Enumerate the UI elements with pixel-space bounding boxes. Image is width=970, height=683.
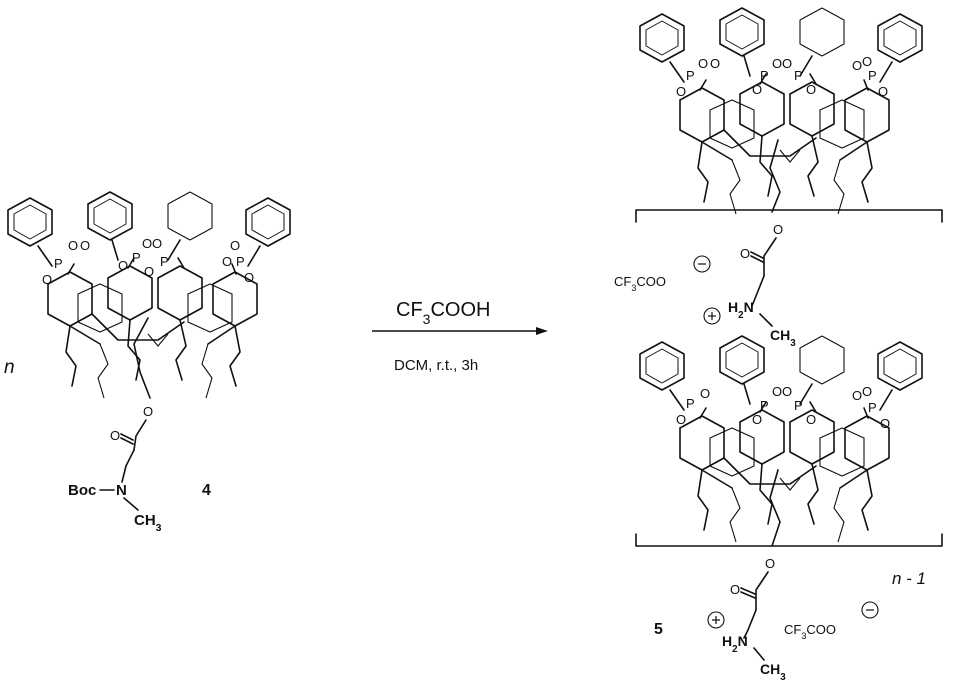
- ester-oxygen: O: [143, 404, 153, 419]
- atom-label: P: [760, 398, 769, 413]
- atom-label: O: [852, 388, 862, 403]
- atom-label: O: [878, 84, 888, 99]
- atom-label: O: [676, 84, 686, 99]
- reactant-multiplier: n: [4, 357, 15, 378]
- atom-label: O: [806, 82, 816, 97]
- product-top-phosphonate-labels: P O O O P O O O P O P O O O: [676, 54, 888, 99]
- atom-label: P: [794, 398, 803, 413]
- product-repeat-calixarene: [639, 335, 923, 543]
- atom-label: O: [880, 416, 890, 431]
- reactant-calixarene-core: [7, 191, 291, 399]
- atom-label: O: [852, 58, 862, 73]
- atom-label: P: [868, 68, 877, 83]
- counterion-top: CF3COO: [614, 274, 666, 293]
- atom-label: O: [710, 56, 720, 71]
- boc-group: Boc: [68, 482, 96, 499]
- ammonium-top: H2N: [728, 299, 754, 321]
- atom-label: P: [686, 396, 695, 411]
- amine-nitrogen: N: [116, 482, 127, 499]
- atom-label: O: [782, 384, 792, 399]
- arrow-head: [536, 327, 548, 335]
- reactant-structure: n P O O O O P O O P O O P O O O O Boc N: [4, 191, 291, 534]
- product-top-linker: [769, 139, 781, 213]
- product-ester-oxygen: O: [765, 556, 775, 571]
- product-repeat-unit: P O O P O O O P O P O O O: [639, 335, 923, 547]
- product-carbonyl-o: O: [730, 582, 740, 597]
- atom-label: O: [152, 236, 162, 251]
- product-top-unit: P O O O P O O O P O P O O O: [639, 7, 923, 215]
- product-ester: [755, 571, 769, 611]
- product-top-ester-oxygen: O: [773, 222, 783, 237]
- reagent-label: CF3COOH: [396, 299, 490, 327]
- product-ch2: [743, 609, 757, 639]
- ammonium-bottom: H2N: [722, 633, 748, 655]
- methyl-top: CH3: [770, 327, 796, 349]
- atom-label: O: [230, 238, 240, 253]
- atom-label: O: [118, 258, 128, 273]
- atom-label: P: [54, 256, 63, 271]
- atom-label: O: [222, 254, 232, 269]
- product-top-carbonyl-o: O: [740, 246, 750, 261]
- atom-label: P: [868, 400, 877, 415]
- atom-label: O: [244, 270, 254, 285]
- atom-label: O: [698, 56, 708, 71]
- repeat-bracket-top: [635, 209, 943, 223]
- repeat-subscript: n - 1: [892, 569, 926, 588]
- atom-label: O: [806, 412, 816, 427]
- counterion-bottom: CF3COO: [784, 622, 836, 641]
- atom-label: P: [160, 254, 169, 269]
- atom-label: O: [68, 238, 78, 253]
- atom-label: O: [772, 56, 782, 71]
- atom-label: P: [132, 250, 141, 265]
- atom-label: O: [676, 412, 686, 427]
- atom-label: O: [80, 238, 90, 253]
- product-top-ester: [763, 237, 777, 277]
- atom-label: O: [772, 384, 782, 399]
- atom-label: O: [862, 54, 872, 69]
- atom-label: O: [752, 412, 762, 427]
- atom-label: P: [794, 68, 803, 83]
- atom-label: P: [686, 68, 695, 83]
- carbonyl-oxygen: O: [110, 428, 120, 443]
- atom-label: O: [142, 236, 152, 251]
- atom-label: O: [752, 82, 762, 97]
- conditions-label: DCM, r.t., 3h: [394, 357, 478, 374]
- repeat-bracket-bottom: [635, 533, 943, 547]
- ester-bond: [133, 419, 147, 451]
- methyl-bottom: CH3: [760, 661, 786, 683]
- compound-number-5: 5: [654, 621, 663, 638]
- atom-label: O: [42, 272, 52, 287]
- atom-label: P: [760, 68, 769, 83]
- atom-label: P: [236, 254, 245, 269]
- atom-label: O: [700, 386, 710, 401]
- atom-label: O: [144, 264, 154, 279]
- product-repeat-phosphonate-labels: P O O P O O O P O P O O O: [676, 384, 890, 431]
- reaction-arrow-group: CF3COOH DCM, r.t., 3h: [372, 299, 548, 374]
- atom-label: O: [862, 384, 872, 399]
- product-top-calixarene: [639, 7, 923, 215]
- atom-label: O: [782, 56, 792, 71]
- product-repeat-linker: [769, 469, 781, 547]
- compound-number-4: 4: [202, 482, 211, 499]
- reactant-phosphonate-labels: P O O O O P O O P O O P O O: [42, 236, 254, 287]
- glycine-ch2: [121, 449, 135, 483]
- reactant-linker: [133, 317, 151, 399]
- product-top-ch2: [751, 275, 765, 307]
- n-methyl: CH3: [134, 512, 162, 534]
